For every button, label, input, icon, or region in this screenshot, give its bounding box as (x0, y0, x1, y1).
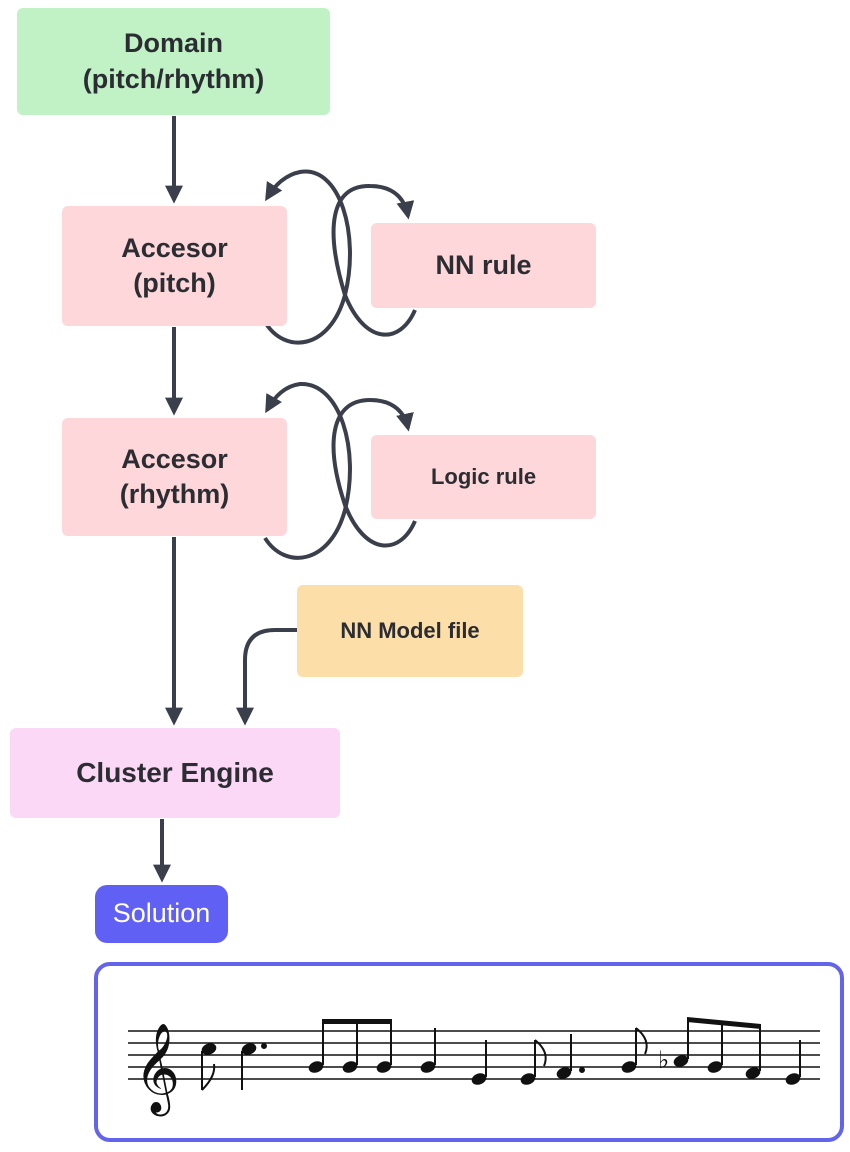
cluster-engine-node: Cluster Engine (10, 728, 340, 818)
accessor-pitch-label: Accesor (pitch) (121, 232, 228, 298)
nn-rule-label: NN rule (435, 249, 532, 280)
domain-node: Domain (pitch/rhythm) (17, 8, 330, 115)
logic-rule-node: Logic rule (371, 435, 596, 519)
music-staff: 𝄞 (128, 1017, 820, 1117)
nn-model-file-label: NN Model file (340, 617, 480, 643)
treble-clef-icon: 𝄞 (134, 1023, 180, 1117)
nn-rule-node: NN rule (371, 223, 596, 308)
loop-logic-rule-back (263, 381, 352, 560)
solution-label: Solution (112, 898, 211, 929)
accessor-rhythm-label: Accesor (rhythm) (119, 443, 230, 509)
loop-nn-rule-forward (331, 183, 417, 337)
cluster-engine-label: Cluster Engine (76, 756, 274, 788)
domain-label: Domain (pitch/rhythm) (82, 28, 265, 94)
accessor-rhythm-node: Accesor (rhythm) (62, 418, 287, 536)
score-output-box: 𝄞 (94, 962, 844, 1142)
logic-rule-label: Logic rule (430, 463, 537, 489)
solution-node: Solution (95, 885, 228, 943)
accessor-pitch-node: Accesor (pitch) (62, 206, 287, 326)
notes-beamed-2 (673, 1017, 801, 1085)
nn-model-file-node: NN Model file (297, 585, 523, 677)
arrow-model-file-to-cluster (236, 628, 297, 726)
loop-logic-rule-forward (331, 397, 417, 548)
flat-sign-icon: ♭ (658, 1046, 669, 1074)
notes (201, 1019, 648, 1091)
loop-nn-rule-back (263, 169, 352, 345)
